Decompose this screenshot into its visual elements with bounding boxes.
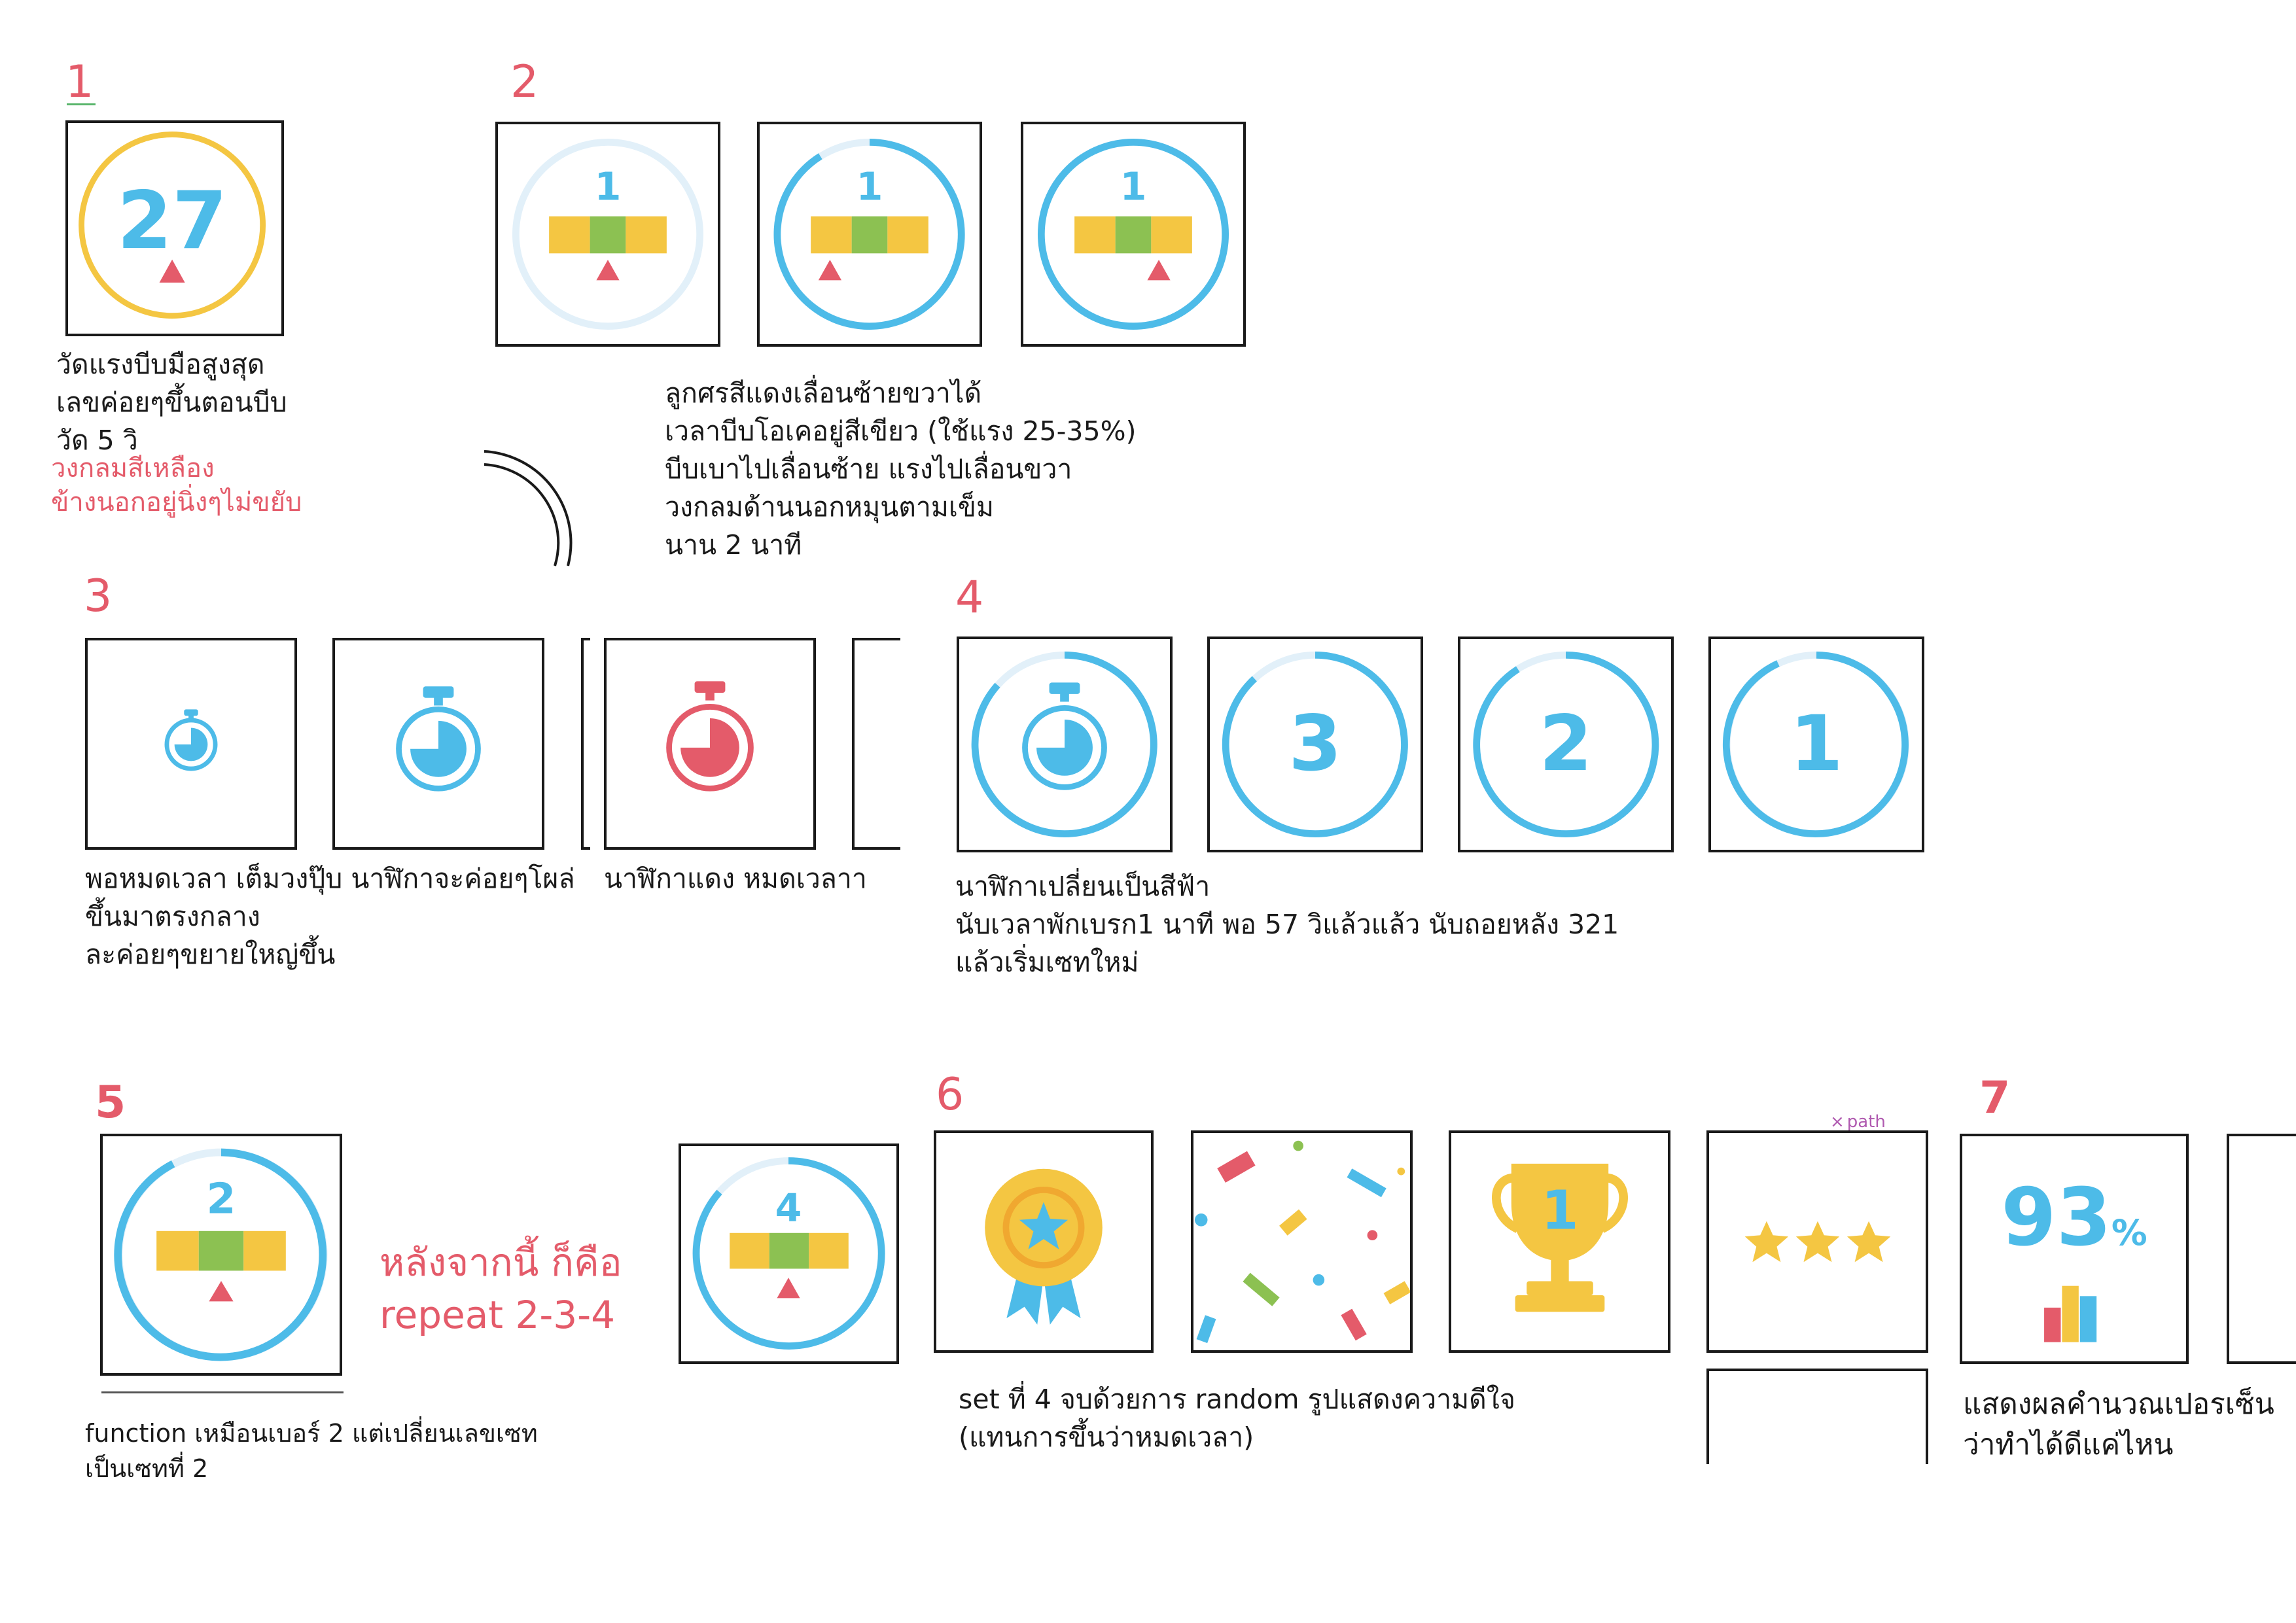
partial-screen-edge-right bbox=[852, 638, 900, 850]
progress-ring bbox=[971, 652, 1157, 837]
step1-caption: วัดแรงบีบมือสูงสุดเลขค่อยๆขึ้นตอนบีบวัด … bbox=[56, 349, 287, 456]
grip-value-text: 27 bbox=[117, 175, 227, 267]
zone-bar-green bbox=[590, 216, 626, 254]
countdown-text: 2 bbox=[1539, 699, 1592, 788]
step-number-4: 4 bbox=[955, 572, 984, 623]
step7-screen-result: 93% bbox=[1960, 1134, 2189, 1364]
svg-text:4: 4 bbox=[775, 1186, 802, 1230]
step6-screen-stars bbox=[1706, 1130, 1928, 1353]
step6-screen-trophy: 1 bbox=[1449, 1130, 1670, 1353]
step6-partial-screen-below bbox=[1706, 1369, 1928, 1464]
step-number-5: 5 bbox=[95, 1077, 126, 1128]
step3-caption-1: พอหมดเวลา เต็มวงปุ๊บ นาฬิกาจะค่อยๆโผล่ขึ… bbox=[85, 863, 575, 970]
red-arrow-icon bbox=[596, 260, 620, 281]
step1-grip-screen: 27 bbox=[65, 120, 284, 336]
three-stars-icon bbox=[1744, 1221, 1891, 1263]
stopwatch-icon-small bbox=[164, 709, 218, 771]
stopwatch-icon-blue bbox=[1022, 682, 1107, 790]
trophy-number-text: 1 bbox=[1541, 1179, 1578, 1242]
step3-screen-3 bbox=[604, 638, 816, 850]
red-arrow-icon bbox=[1147, 260, 1171, 281]
percent-text: 93% bbox=[2001, 1172, 2147, 1264]
step7-partial-screen-right bbox=[2227, 1134, 2296, 1364]
step3-screen-1 bbox=[85, 638, 297, 850]
red-arrow-icon bbox=[159, 259, 185, 283]
yellow-outer-ring bbox=[79, 131, 266, 319]
step6-screen-confetti bbox=[1191, 1130, 1413, 1353]
step4-countdown-3: 3 bbox=[1207, 637, 1423, 852]
step3-caption-2: นาฬิกาแดง หมดเวลาา bbox=[604, 863, 867, 894]
step-1-underline bbox=[67, 103, 96, 105]
step4-countdown-1: 1 bbox=[1708, 637, 1924, 852]
trophy-icon: 1 bbox=[1492, 1163, 1628, 1312]
step-number-1: 1 bbox=[65, 56, 94, 108]
svg-text:1: 1 bbox=[1120, 164, 1147, 209]
step5-caption: function เหมือนเบอร์ 2 แต่เปลี่ยนเลขเซทเ… bbox=[85, 1419, 538, 1483]
progress-ring-full bbox=[1037, 138, 1229, 330]
path-label: ×path bbox=[1830, 1112, 1886, 1132]
step7-caption: แสดงผลคำนวณเปอรเซ็นว่าทำได้ดีแค่ไหน bbox=[1963, 1387, 2274, 1461]
set-number-text: 1 bbox=[595, 164, 622, 209]
progress-ring bbox=[114, 1148, 327, 1361]
red-arrow-icon bbox=[209, 1281, 234, 1302]
decorative-arc bbox=[484, 450, 573, 567]
step6-screen-badge bbox=[934, 1130, 1154, 1353]
step2-screen-2: 1 bbox=[757, 122, 982, 347]
step3-screen-2 bbox=[332, 638, 544, 850]
step2-caption: ลูกศรสีแดงเลื่อนซ้ายขวาได้เวลาบีบโอเคอยู… bbox=[665, 377, 1137, 561]
award-badge-icon bbox=[985, 1168, 1103, 1325]
confetti-icon bbox=[1194, 1140, 1410, 1344]
step2-screen-1: 1 bbox=[495, 122, 720, 347]
step-number-7: 7 bbox=[1979, 1072, 2011, 1124]
step6-caption: set ที่ 4 จบด้วยการ random รูปแสดงความดี… bbox=[959, 1384, 1515, 1453]
step5-screen-next: 4 bbox=[679, 1143, 899, 1364]
zone-bar-left bbox=[549, 216, 590, 254]
countdown-text: 3 bbox=[1288, 699, 1341, 788]
step4-screen-timer bbox=[957, 637, 1173, 852]
step-number-2: 2 bbox=[510, 56, 539, 108]
step-number-3: 3 bbox=[84, 570, 113, 622]
bar-chart-icon bbox=[2044, 1285, 2097, 1342]
partial-screen-edge-left bbox=[581, 638, 590, 850]
step5-divider bbox=[101, 1391, 344, 1393]
progress-ring bbox=[773, 138, 965, 330]
step5-screen: 2 bbox=[100, 1134, 342, 1376]
countdown-text: 1 bbox=[1790, 699, 1843, 788]
set-number-text: 2 bbox=[207, 1174, 236, 1223]
step1-note: วงกลมสีเหลืองข้างนอกอยู่นิ่งๆไม่ขยับ bbox=[51, 453, 302, 517]
step-number-6: 6 bbox=[936, 1069, 964, 1121]
red-arrow-icon bbox=[777, 1278, 800, 1299]
zone-bar-right bbox=[626, 216, 667, 254]
stopwatch-icon-red bbox=[666, 681, 754, 792]
svg-text:1: 1 bbox=[857, 164, 883, 209]
red-arrow-icon bbox=[818, 260, 842, 281]
step2-screen-3: 1 bbox=[1021, 122, 1246, 347]
stopwatch-icon-blue bbox=[396, 686, 481, 792]
step4-countdown-2: 2 bbox=[1458, 637, 1674, 852]
step4-caption: นาฬิกาเปลี่ยนเป็นสีฟ้านับเวลาพักเบรก1 นา… bbox=[955, 871, 1619, 978]
